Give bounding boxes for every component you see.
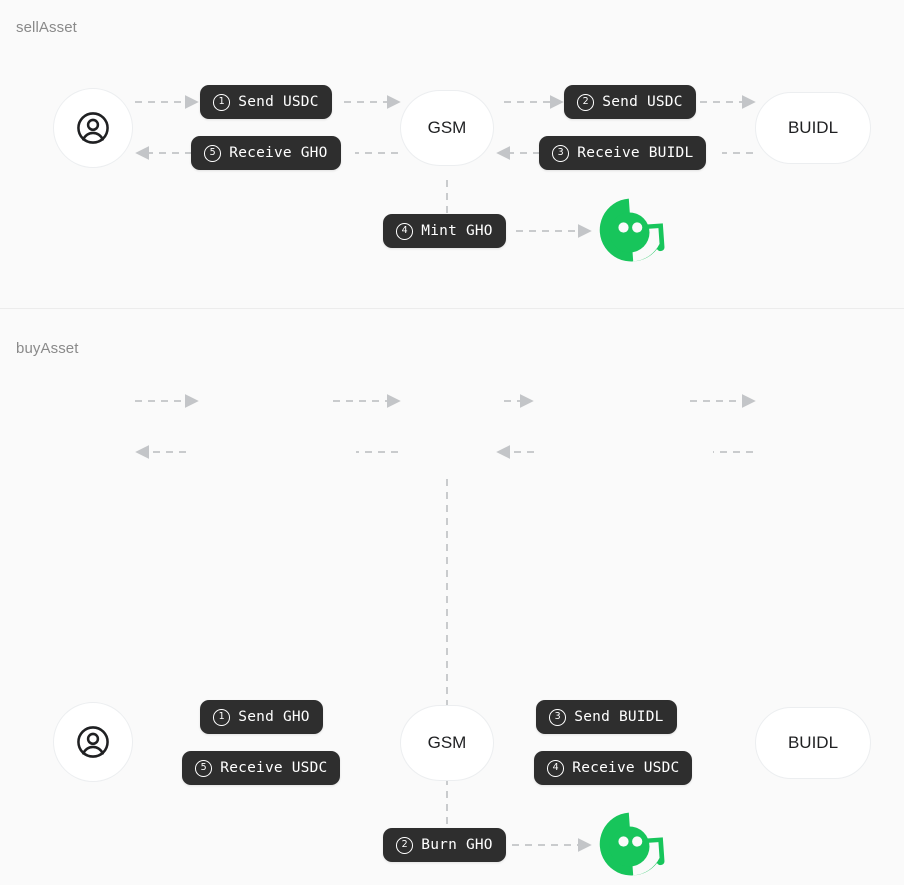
user-node[interactable] (53, 702, 133, 782)
pill-send-gho-user-to-gsm[interactable]: 1 Send GHO (200, 700, 323, 734)
pill-receive-usdc-user[interactable]: 5 Receive USDC (182, 751, 341, 785)
user-circle-icon (74, 109, 112, 147)
pill-send-usdc-gsm-to-buidl[interactable]: 2 Send USDC (564, 85, 696, 119)
buidl-node[interactable]: BUIDL (755, 707, 871, 779)
step-number-badge: 5 (204, 144, 222, 162)
user-node[interactable] (53, 88, 133, 168)
pill-burn-gho[interactable]: 2 Burn GHO (383, 828, 506, 862)
section-buy-asset: buyAsset (0, 308, 904, 876)
section-title-sell-asset: sellAsset (16, 19, 77, 36)
step-number-badge: 1 (213, 93, 231, 111)
pill-label: Send USDC (602, 94, 683, 110)
step-number-badge: 1 (213, 708, 231, 726)
pill-mint-gho[interactable]: 4 Mint GHO (383, 214, 506, 248)
pill-label: Send USDC (238, 94, 319, 110)
gsm-node-label: GSM (427, 733, 467, 752)
step-number-badge: 3 (552, 144, 570, 162)
gsm-node[interactable]: GSM (400, 90, 494, 166)
connectors-sell-asset (0, 0, 904, 308)
gsm-node-label: GSM (427, 118, 467, 137)
pill-send-usdc-user-to-gsm[interactable]: 1 Send USDC (200, 85, 332, 119)
buidl-node-label: BUIDL (787, 118, 839, 137)
gho-logo-icon (595, 808, 667, 885)
section-title-buy-asset: buyAsset (16, 340, 79, 357)
pill-receive-usdc-gsm[interactable]: 4 Receive USDC (534, 751, 693, 785)
buidl-node-label: BUIDL (787, 733, 839, 752)
pill-label: Receive USDC (220, 760, 328, 776)
gho-logo-icon (595, 194, 667, 271)
step-number-badge: 4 (396, 222, 414, 240)
section-sell-asset: sellAsset (0, 0, 904, 308)
pill-label: Mint GHO (421, 223, 493, 239)
pill-receive-buidl[interactable]: 3 Receive BUIDL (539, 136, 707, 170)
user-circle-icon (74, 723, 112, 761)
pill-label: Send GHO (238, 709, 310, 725)
pill-label: Burn GHO (421, 837, 493, 853)
step-number-badge: 2 (577, 93, 595, 111)
step-number-badge: 3 (549, 708, 567, 726)
pill-label: Receive GHO (229, 145, 328, 161)
pill-label: Receive USDC (572, 760, 680, 776)
pill-label: Send BUIDL (574, 709, 664, 725)
step-number-badge: 2 (396, 836, 414, 854)
gsm-node[interactable]: GSM (400, 705, 494, 781)
step-number-badge: 5 (195, 759, 213, 777)
connectors-buy-asset (0, 308, 904, 852)
pill-receive-gho[interactable]: 5 Receive GHO (191, 136, 341, 170)
pill-send-buidl[interactable]: 3 Send BUIDL (536, 700, 677, 734)
pill-label: Receive BUIDL (577, 145, 694, 161)
buidl-node[interactable]: BUIDL (755, 92, 871, 164)
step-number-badge: 4 (547, 759, 565, 777)
